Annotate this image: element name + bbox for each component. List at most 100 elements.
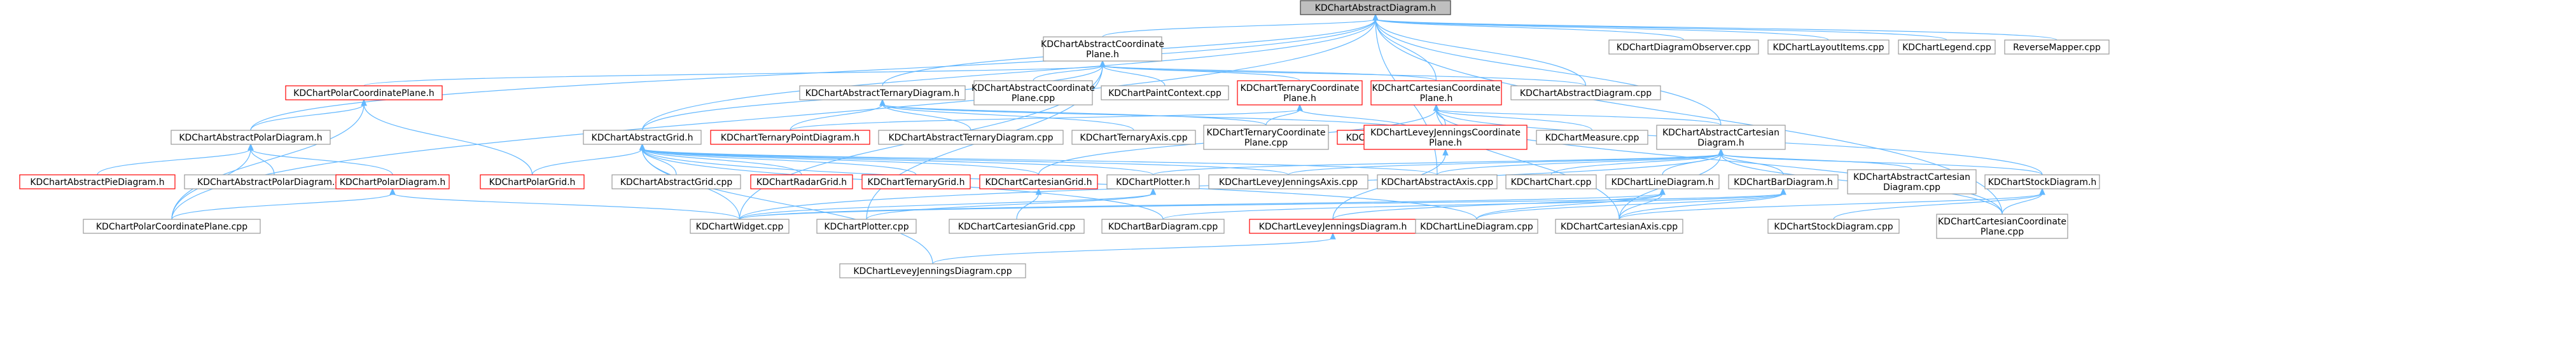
node-label: Plane.h <box>1420 93 1453 104</box>
node-label: KDChartAbstractPieDiagram.h <box>30 177 164 188</box>
node-box <box>1415 219 1538 234</box>
node-label: KDChartPaintContext.cpp <box>1108 88 1222 99</box>
edge-line <box>882 104 971 131</box>
node-chart-cpp[interactable]: KDChartChart.cpp <box>1505 174 1597 189</box>
edge-line <box>882 104 1414 131</box>
node-diag-obs[interactable]: KDChartDiagramObserver.cpp <box>1608 39 1759 55</box>
node-abs-diag-cpp[interactable]: KDChartAbstractDiagram.cpp <box>1510 85 1661 100</box>
node-label: KDChartAbstractCoordinate <box>1041 39 1164 50</box>
node-label: Plane.cpp <box>1244 138 1288 148</box>
node-widget[interactable]: KDChartWidget.cpp <box>690 219 790 234</box>
edge-line <box>641 148 1154 175</box>
node-box <box>816 219 917 234</box>
node-legend[interactable]: KDChartLegend.cpp <box>1898 39 1996 55</box>
edge-line <box>1550 153 1722 175</box>
edge-line <box>641 148 933 264</box>
node-plotter-h[interactable]: KDChartPlotter.h <box>1106 174 1200 189</box>
node-ternary-axis[interactable]: KDChartTernaryAxis.cpp <box>1071 130 1196 145</box>
node-cart-grid-cpp[interactable]: KDChartCartesianGrid.cpp <box>949 219 1085 234</box>
node-layout-items[interactable]: KDChartLayoutItems.cpp <box>1767 39 1890 55</box>
node-paint-ctx[interactable]: KDChartPaintContext.cpp <box>1101 85 1229 100</box>
node-line-diag-h[interactable]: KDChartLineDiagram.h <box>1605 174 1720 189</box>
edge-line <box>250 148 275 175</box>
node-polar-cp-cpp[interactable]: KDChartPolarCoordinatePlane.cpp <box>83 219 261 234</box>
edge-polar_cp_h-to-polar_grid_h <box>361 99 533 175</box>
node-abs-ternary-h[interactable]: KDChartAbstractTernaryDiagram.h <box>799 85 966 100</box>
edge-line <box>790 109 1300 131</box>
node-box <box>1767 219 1900 234</box>
node-root[interactable]: KDChartAbstractDiagram.h <box>1300 0 1451 15</box>
node-bar-diag-cpp[interactable]: KDChartBarDiagram.cpp <box>1101 219 1225 234</box>
edge-arrowhead <box>361 99 367 106</box>
edge-polar_diag_h-to-polar_cp_cpp <box>171 188 396 220</box>
edge-root-to-acp_h <box>1102 13 1379 38</box>
node-polar-diag-h[interactable]: KDChartPolarDiagram.h <box>335 174 450 189</box>
edge-line <box>1619 193 2043 220</box>
node-label: KDChartCartesianAxis.cpp <box>1561 222 1678 232</box>
node-label: KDChartPolarDiagram.h <box>340 177 446 188</box>
node-label: ReverseMapper.cpp <box>2013 43 2101 53</box>
node-bar-diag-h[interactable]: KDChartBarDiagram.h <box>1728 174 1839 189</box>
edge-line <box>1375 18 1437 81</box>
edge-line <box>1720 153 2043 175</box>
node-ternary-grid-h[interactable]: KDChartTernaryGrid.h <box>861 174 971 189</box>
edge-line <box>641 148 1040 175</box>
node-box <box>750 174 853 189</box>
node-abs-grid-h[interactable]: KDChartAbstractGrid.h <box>583 130 702 145</box>
node-lj-axis[interactable]: KDChartLeveyJenningsAxis.cpp <box>1208 174 1368 189</box>
edge-line <box>1437 153 1722 175</box>
edge-root-to-layout_items <box>1372 13 1829 41</box>
edge-line <box>1375 18 2057 41</box>
node-label: KDChartPlotter.cpp <box>824 222 909 232</box>
node-abs-axis[interactable]: KDChartAbstractAxis.cpp <box>1377 174 1498 189</box>
node-radar-grid-h[interactable]: KDChartRadarGrid.h <box>750 174 853 189</box>
node-abs-grid-cpp[interactable]: KDChartAbstractGrid.cpp <box>611 174 741 189</box>
edge-line <box>1476 193 1663 220</box>
node-box <box>1208 174 1368 189</box>
node-label: KDChartPolarCoordinatePlane.h <box>293 88 435 99</box>
node-polar-grid-h[interactable]: KDChartPolarGrid.h <box>480 174 585 189</box>
node-abs-pie-h[interactable]: KDChartAbstractPieDiagram.h <box>19 174 176 189</box>
node-label: KDChartAbstractGrid.cpp <box>620 177 733 188</box>
node-cart-axis[interactable]: KDChartCartesianAxis.cpp <box>1555 219 1683 234</box>
node-label: KDChartPolarCoordinatePlane.cpp <box>96 222 247 232</box>
node-box <box>1377 174 1498 189</box>
node-plotter-cpp[interactable]: KDChartPlotter.cpp <box>816 219 917 234</box>
edge-arrowhead <box>1099 60 1106 67</box>
edge-abs_cart_h-to-chart_cpp <box>1550 148 1724 175</box>
node-stock-h[interactable]: KDChartStockDiagram.h <box>1984 174 2100 189</box>
edge-polar_cp_h-to-polar_cp_cpp <box>171 99 367 220</box>
node-box <box>839 263 1026 278</box>
node-measure[interactable]: KDChartMeasure.cpp <box>1536 130 1648 145</box>
node-reverse-mapper[interactable]: ReverseMapper.cpp <box>2004 39 2110 55</box>
node-cart-grid-h[interactable]: KDChartCartesianGrid.h <box>979 174 1098 189</box>
edge-polar_cp_h-to-abs_polar_h <box>250 99 367 131</box>
node-label: KDChartTernaryGrid.h <box>868 177 965 188</box>
node-polar-cp-h[interactable]: KDChartPolarCoordinatePlane.h <box>285 85 443 100</box>
node-lj-diag-cpp[interactable]: KDChartLeveyJenningsDiagram.cpp <box>839 263 1026 278</box>
edge-line <box>171 193 393 220</box>
node-label: KDChartAbstractCoordinate <box>971 83 1095 93</box>
edge-cart_grid_h-to-cart_grid_cpp <box>1016 188 1042 220</box>
node-abs-polar-h[interactable]: KDChartAbstractPolarDiagram.h <box>171 130 331 145</box>
edge-lj_diag_h-to-lj_diag_cpp <box>932 232 1336 264</box>
node-stock-cpp[interactable]: KDChartStockDiagram.cpp <box>1767 219 1900 234</box>
edge-line <box>641 148 677 175</box>
node-line-diag-cpp[interactable]: KDChartLineDiagram.cpp <box>1415 219 1538 234</box>
node-label: KDChartAbstractGrid.h <box>592 133 693 143</box>
node-lj-diag-h[interactable]: KDChartLeveyJenningsDiagram.h <box>1249 219 1417 234</box>
node-ternary-point-h[interactable]: KDChartTernaryPointDiagram.h <box>710 130 870 145</box>
edge-line <box>641 148 917 175</box>
node-abs-ternary-cpp[interactable]: KDChartAbstractTernaryDiagram.cpp <box>878 130 1064 145</box>
node-box <box>861 174 971 189</box>
